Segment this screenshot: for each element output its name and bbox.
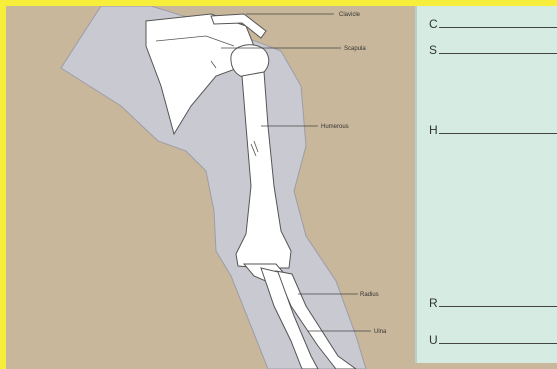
answer-line[interactable] [439, 343, 557, 344]
answer-row-h[interactable]: H [427, 118, 557, 138]
answer-line[interactable] [439, 306, 557, 307]
label-clavicle: Clavicle [339, 12, 361, 18]
label-scapula: Scapula [344, 46, 366, 52]
answer-row-s[interactable]: S [427, 38, 557, 58]
answer-letter: U [429, 334, 438, 346]
answer-line[interactable] [439, 27, 557, 28]
label-humerus: Humerous [321, 124, 349, 130]
answer-letter: S [429, 44, 437, 56]
label-ulna: Ulna [374, 329, 387, 335]
answer-letter: H [429, 124, 438, 136]
label-radius: Radius [360, 292, 379, 298]
arm-bone-diagram: Clavicle Scapula Humerous Radius Ulna [6, 6, 426, 369]
answer-row-c[interactable]: C [427, 12, 557, 32]
answer-panel: C S H R U [415, 6, 557, 363]
answer-letter: R [429, 297, 438, 309]
answer-row-r[interactable]: R [427, 291, 557, 311]
answer-line[interactable] [439, 133, 557, 134]
answer-letter: C [429, 18, 438, 30]
answer-line[interactable] [439, 53, 557, 54]
answer-row-u[interactable]: U [427, 328, 557, 348]
